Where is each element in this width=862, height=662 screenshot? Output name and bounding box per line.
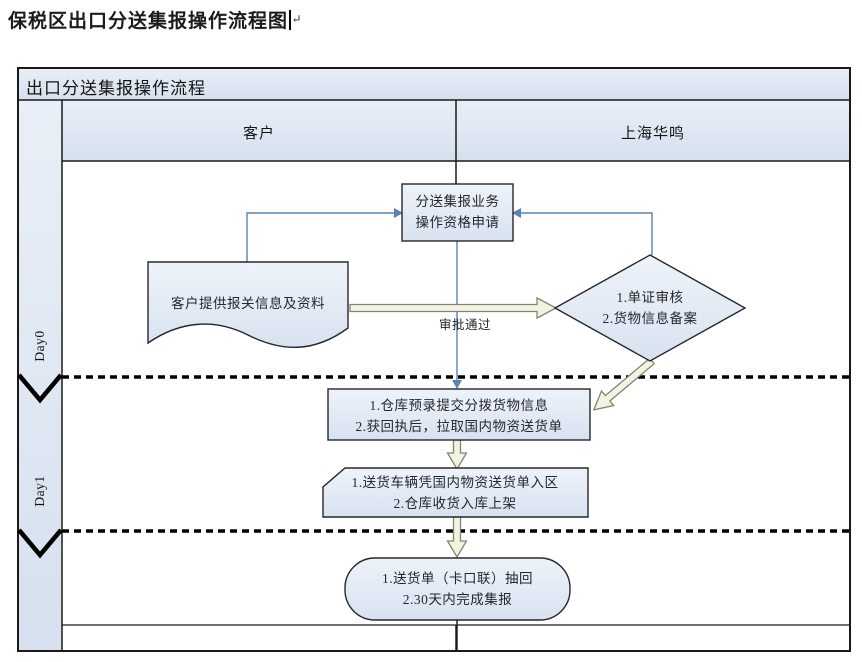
node-final-text: 1.送货单（卡口联）抽回 2.30天内完成集报	[345, 568, 570, 610]
node-apply-line2: 操作资格申请	[415, 215, 500, 230]
node-warehouse-shape[interactable]	[327, 388, 591, 441]
node-warehouse-line1: 1.仓库预录提交分拨货物信息	[369, 398, 549, 413]
node-review-line1: 1.单证审核	[616, 290, 684, 305]
node-final-line1: 1.送货单（卡口联）抽回	[381, 571, 534, 586]
block-arrow-approve[interactable]	[349, 296, 558, 320]
chevron-day0	[17, 373, 63, 404]
chart-title-band	[18, 68, 850, 100]
node-delivery-line2: 2.仓库收货入库上架	[393, 496, 517, 511]
document-title-row[interactable]: 保税区出口分送集报操作流程图↵	[8, 6, 303, 33]
arrowhead-into-apply-left	[394, 208, 403, 218]
node-delivery-card-shape[interactable]	[322, 467, 589, 518]
node-warehouse-line2: 2.获回执后，拉取国内物资送货单	[355, 419, 563, 434]
column-header-customer: 客户	[242, 126, 275, 142]
chevron-day1	[17, 528, 63, 559]
node-warehouse-text: 1.仓库预录提交分拨货物信息 2.获回执后，拉取国内物资送货单	[328, 395, 590, 437]
day0-label: Day0	[32, 330, 47, 362]
node-review-text: 1.单证审核 2.货物信息备案	[555, 287, 745, 329]
document-title[interactable]: 保税区出口分送集报操作流程图	[8, 11, 289, 32]
connector-document-to-apply[interactable]	[246, 212, 395, 262]
arrowhead-into-warehouse	[452, 380, 462, 389]
node-delivery-line1: 1.送货车辆凭国内物资送货单入区	[351, 475, 559, 490]
block-arrow-delivery-to-final[interactable]	[446, 516, 468, 559]
node-apply-text: 分送集报业务 操作资格申请	[402, 191, 513, 233]
node-apply-line1: 分送集报业务	[415, 194, 500, 209]
block-arrow-warehouse-to-delivery[interactable]	[446, 439, 468, 471]
outer-frame	[17, 67, 851, 652]
day-band-column	[18, 100, 62, 651]
node-apply-shape[interactable]	[401, 183, 514, 242]
node-final-line2: 2.30天内完成集报	[402, 592, 513, 607]
connector-review-to-apply[interactable]	[520, 212, 653, 255]
chart-title: 出口分送集报操作流程	[26, 79, 206, 98]
node-delivery-text: 1.送货车辆凭国内物资送货单入区 2.仓库收货入库上架	[322, 472, 588, 514]
column-header-shanghai-huaming: 上海华鸣	[620, 126, 685, 142]
text-cursor	[289, 9, 291, 30]
node-review-line2: 2.货物信息备案	[602, 311, 698, 326]
block-arrow-review-to-warehouse[interactable]	[588, 354, 658, 417]
day1-label: Day1	[32, 475, 47, 507]
arrowhead-into-apply-right	[512, 208, 521, 218]
paragraph-mark-icon: ↵	[291, 12, 303, 26]
node-document-shape[interactable]	[147, 261, 349, 349]
node-document-text: 客户提供报关信息及资料	[171, 296, 325, 311]
node-review-diamond-shape[interactable]	[553, 254, 747, 362]
approve-edge-label: 审批通过	[438, 318, 491, 332]
